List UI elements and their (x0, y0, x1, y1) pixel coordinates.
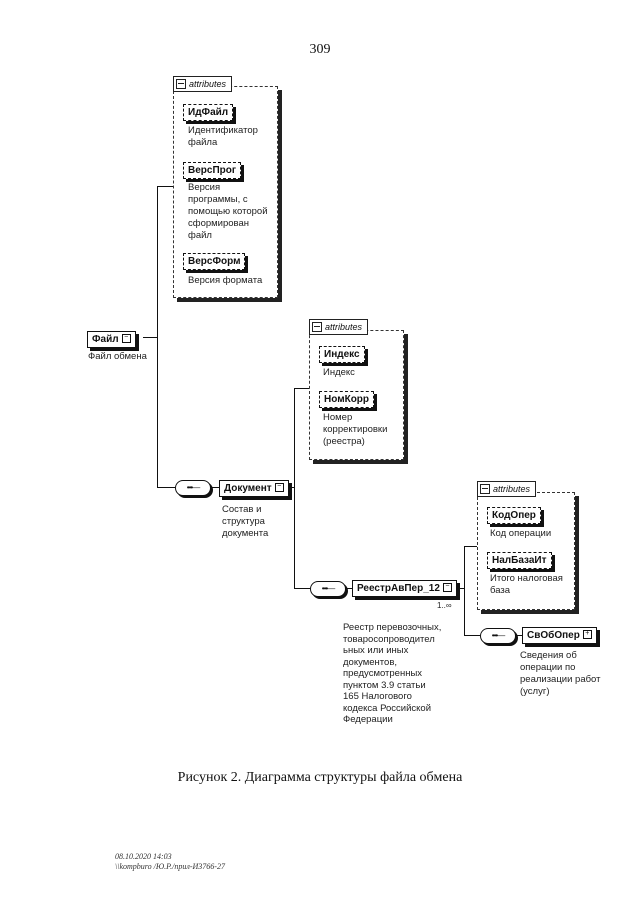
connector (294, 588, 310, 589)
connector (157, 186, 158, 488)
sequence-icon[interactable]: •••— (310, 581, 346, 597)
connector (157, 186, 173, 187)
element-operation[interactable]: СвОбОпер+ (522, 627, 597, 644)
element-document-label: Документ (224, 483, 272, 494)
collapse-icon[interactable] (176, 78, 186, 89)
attr-index[interactable]: Индекс (319, 346, 365, 363)
collapse-icon[interactable]: − (274, 482, 284, 492)
element-file-desc: Файл обмена (88, 351, 147, 362)
element-operation-desc: Сведения об операции по реализации работ… (520, 650, 601, 697)
attr-nalbazait[interactable]: НалБазаИт (487, 552, 552, 569)
element-document-desc: Состав и структура документа (222, 504, 269, 539)
file-attributes-tab[interactable]: attributes (173, 76, 233, 92)
footer: 08.10.2020 14:03 \\kompburo /Ю.Р./прил-И… (115, 852, 225, 872)
attr-kodoper-desc: Код операции (490, 528, 552, 539)
attr-versform[interactable]: ВерсФорм (183, 253, 246, 270)
collapse-icon[interactable] (312, 321, 322, 332)
page-number: 309 (309, 42, 331, 57)
figure-caption: Рисунок 2. Диаграмма структуры файла обм… (177, 770, 463, 785)
element-register-label: РеестрАвПер_12 (357, 583, 440, 594)
collapse-icon[interactable]: − (442, 582, 452, 592)
attr-idfile[interactable]: ИдФайл (183, 104, 234, 121)
footer-timestamp: 08.10.2020 14:03 (115, 852, 172, 861)
register-attributes-tab[interactable]: attributes (477, 481, 537, 497)
element-document[interactable]: Документ− (219, 480, 289, 497)
connector (464, 546, 465, 636)
attributes-label: attributes (189, 79, 227, 89)
collapse-icon[interactable] (480, 483, 490, 494)
cardinality: 1..∞ (437, 601, 452, 610)
collapse-icon[interactable]: − (121, 333, 131, 343)
footer-path: \\kompburo /Ю.Р./прил-И3766-27 (115, 862, 225, 871)
attr-idfile-desc: Идентификатор файла (188, 125, 258, 148)
element-register[interactable]: РеестрАвПер_12− (352, 580, 457, 597)
document-attributes-tab[interactable]: attributes (309, 319, 369, 335)
attributes-label: attributes (325, 322, 363, 332)
element-operation-label: СвОбОпер (527, 630, 580, 641)
connector (464, 635, 480, 636)
attributes-label: attributes (493, 484, 531, 494)
sequence-icon[interactable]: •••— (480, 628, 516, 644)
attr-versprog-desc: Версия программы, с помощью которой сфор… (188, 182, 268, 241)
attr-nomkorr-desc: Номер корректировки (реестра) (323, 412, 388, 447)
sequence-icon[interactable]: •••— (175, 480, 211, 496)
connector (143, 337, 158, 338)
element-file-label: Файл (92, 334, 119, 345)
expand-icon[interactable]: + (582, 629, 592, 639)
attr-kodoper[interactable]: КодОпер (487, 507, 541, 524)
attr-index-desc: Индекс (323, 367, 355, 378)
connector (516, 635, 522, 636)
element-file[interactable]: Файл− (87, 331, 136, 348)
connector (294, 388, 309, 389)
attr-nalbazait-desc: Итого налоговая база (490, 573, 563, 596)
attr-versprog[interactable]: ВерсПрог (183, 162, 242, 179)
connector (157, 487, 175, 488)
attr-versform-desc: Версия формата (188, 275, 263, 286)
element-register-desc: Реестр перевозочных, товаросопроводител … (343, 622, 442, 725)
connector (458, 588, 465, 589)
connector (211, 487, 219, 488)
connector (464, 546, 477, 547)
connector (288, 487, 295, 488)
attr-nomkorr[interactable]: НомКорр (319, 391, 375, 408)
connector (294, 388, 295, 589)
connector (346, 588, 352, 589)
